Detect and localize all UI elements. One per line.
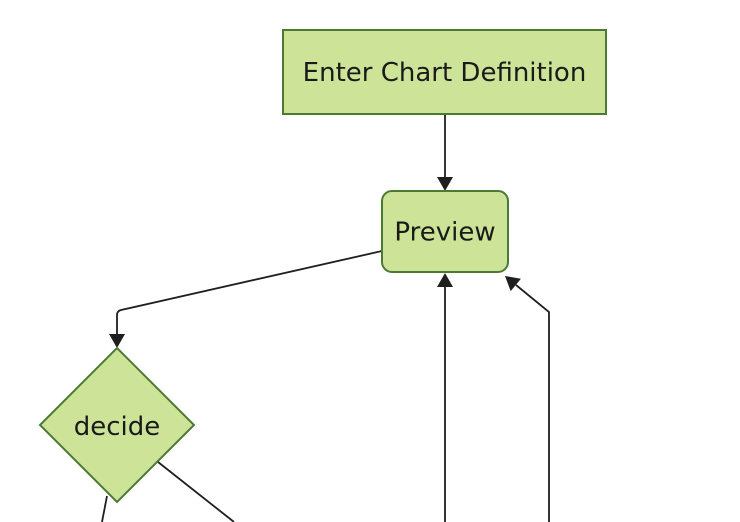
arrowhead-bottom-center-to-preview <box>437 273 453 287</box>
node-decide-shape <box>38 346 196 504</box>
edge-enter-to-preview <box>437 114 453 191</box>
node-enter-chart-definition-shape <box>282 29 607 115</box>
node-enter-chart-definition: Enter Chart Definition <box>282 29 607 115</box>
arrowhead-bottom-right-to-preview <box>505 276 521 292</box>
edge-preview-to-decide <box>109 250 383 348</box>
arrowhead-preview-to-decide <box>109 334 125 348</box>
edge-bottom-right-to-preview-line <box>515 284 550 522</box>
node-decide-label: decide <box>74 412 161 442</box>
edge-preview-to-decide-line <box>116 250 383 334</box>
node-preview-label: Preview <box>394 218 495 248</box>
node-enter-chart-definition-label: Enter Chart Definition <box>303 58 587 88</box>
arrowhead-enter-to-preview <box>437 177 453 191</box>
edge-bottom-center-to-preview <box>437 273 453 522</box>
edge-decide-to-bottom-right <box>157 461 235 522</box>
node-preview: Preview <box>381 190 509 273</box>
node-decide: decide <box>38 346 196 504</box>
node-preview-shape <box>381 190 509 273</box>
edge-decide-to-bottom-left <box>101 495 108 522</box>
edge-bottom-right-to-preview <box>505 276 550 522</box>
